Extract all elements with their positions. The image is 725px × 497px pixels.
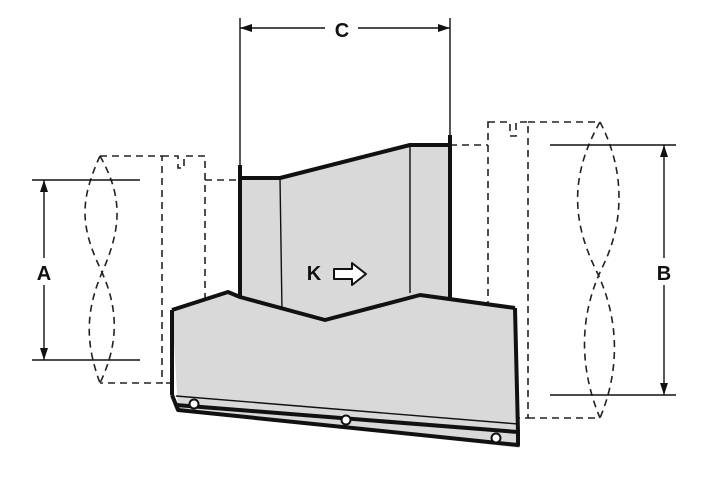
bolt-hole-left bbox=[188, 398, 200, 410]
dimension-c: C bbox=[239, 18, 451, 178]
dimension-b-label: B bbox=[657, 263, 671, 285]
dimension-b: B bbox=[550, 144, 676, 396]
flow-indicator: K bbox=[307, 262, 367, 286]
outline-arrow-right-icon bbox=[333, 262, 367, 286]
bolt-hole-right bbox=[490, 432, 502, 444]
bolt-hole-middle bbox=[340, 414, 352, 426]
reducer-upper-body bbox=[238, 135, 452, 320]
reducer-base bbox=[170, 290, 520, 448]
flow-k-label: K bbox=[307, 263, 322, 285]
dimension-c-label: C bbox=[335, 20, 349, 42]
dimension-a: A bbox=[32, 179, 140, 361]
dimension-a-label: A bbox=[37, 263, 51, 285]
